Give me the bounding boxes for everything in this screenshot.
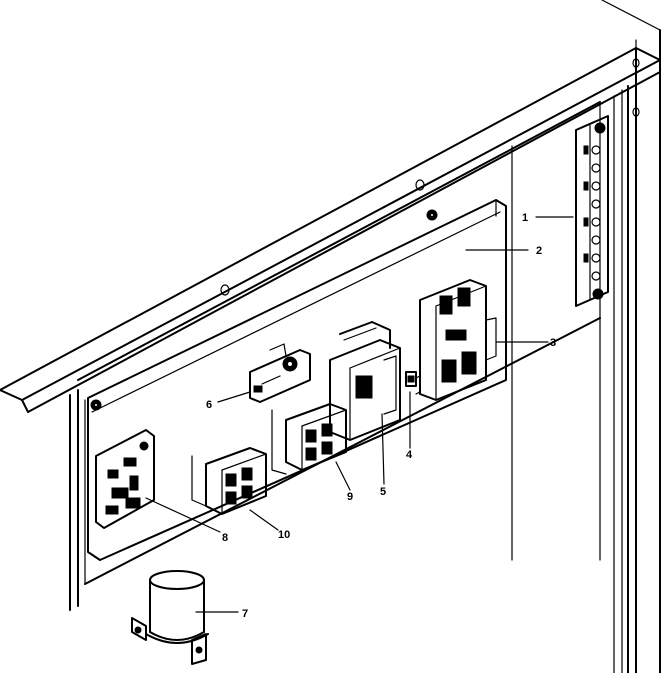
relay-upper <box>271 403 347 475</box>
callout-1: 1 <box>522 212 528 224</box>
control-board-plate <box>87 199 507 561</box>
circuit-board <box>95 429 155 529</box>
callout-2: 2 <box>536 245 542 257</box>
transformer <box>329 321 401 441</box>
small-terminal-block <box>405 371 421 395</box>
time-delay-switch <box>249 343 311 403</box>
capacitor <box>131 570 209 665</box>
terminal-strip <box>575 115 609 307</box>
callout-9: 9 <box>347 491 353 503</box>
callout-7: 7 <box>242 608 248 620</box>
callout-10: 10 <box>278 529 290 541</box>
callout-labels: 1 2 3 4 5 6 7 8 9 10 <box>206 212 556 620</box>
callout-3: 3 <box>550 337 556 349</box>
relay-lower <box>191 447 267 515</box>
leader-lines <box>145 216 574 613</box>
callout-4: 4 <box>406 449 413 461</box>
callout-5: 5 <box>380 486 386 498</box>
contactor <box>419 279 497 401</box>
callout-6: 6 <box>206 399 212 411</box>
callout-8: 8 <box>222 532 228 544</box>
